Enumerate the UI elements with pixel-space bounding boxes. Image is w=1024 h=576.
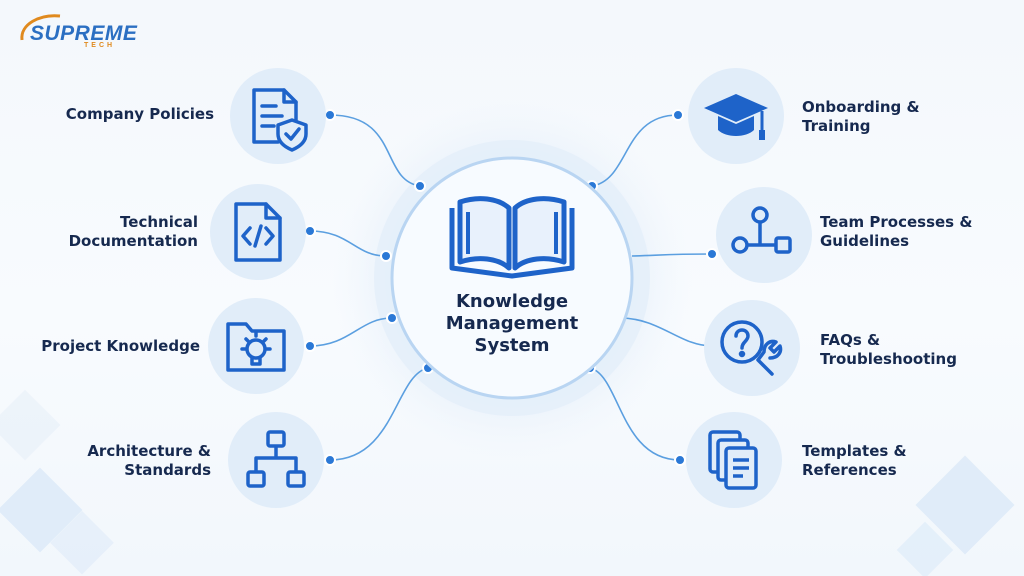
label-faqs-troubleshooting: FAQs & Troubleshooting [820,331,957,369]
label-line: Training [802,117,871,135]
label-architecture-standards: Architecture & Standards [87,442,211,480]
label-line: FAQs & [820,331,881,349]
folder-lightbulb-icon [226,322,286,372]
open-book-icon [449,196,575,279]
center-title-line: System [474,335,550,356]
label-technical-documentation: Technical Documentation [69,213,198,251]
logo-brand: SUPREME [30,22,138,45]
process-flow-icon [731,206,792,254]
label-line: Documentation [68,232,198,250]
connectors [309,114,713,461]
label-project-knowledge: Project Knowledge [41,337,200,356]
hierarchy-icon [246,430,306,488]
label-line: References [802,461,897,479]
label-line: Troubleshooting [820,350,957,368]
label-templates-references: Templates & References [802,442,907,480]
label-line: Guidelines [820,232,910,250]
logo-mark [20,14,61,41]
center-title: Knowledge Management System [412,291,612,357]
label-line: Onboarding & [802,98,920,116]
logo-sub: TECH [84,42,116,49]
label-company-policies: Company Policies [66,105,214,124]
label-line: Standards [124,461,211,479]
question-wrench-icon [720,320,783,376]
label-line: Technical [120,213,198,231]
label-line: Project Knowledge [41,337,200,355]
label-line: Company Policies [65,105,214,123]
center-title-line: Management [445,313,579,334]
label-line: Templates & [802,442,907,460]
label-line: Team Processes & [820,213,973,231]
label-line: Architecture & [87,442,211,460]
label-onboarding-training: Onboarding & Training [802,98,920,136]
label-team-processes: Team Processes & Guidelines [820,213,972,251]
center-title-line: Knowledge [455,291,569,312]
code-document-icon [234,202,282,262]
stacked-documents-icon [708,430,758,490]
graduation-cap-icon [704,94,768,140]
policy-document-shield-icon [252,88,308,152]
